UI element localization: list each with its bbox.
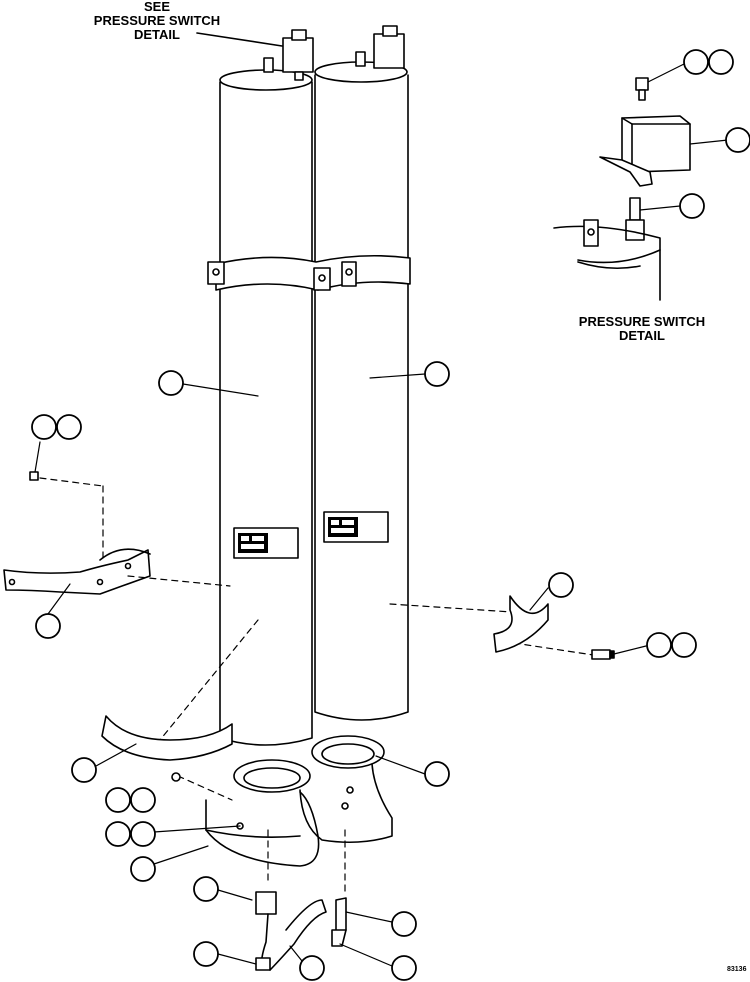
- callout-balloon: [391, 911, 417, 937]
- callout-balloon: [391, 955, 417, 981]
- alignment-lines: [39, 477, 601, 897]
- callout-leader: [196, 32, 283, 47]
- callout-balloon: [105, 821, 131, 847]
- callout-balloon: [708, 49, 734, 75]
- callout-balloon: [683, 49, 709, 75]
- callout-line-2: PRESSURE SWITCH: [93, 13, 221, 28]
- base-mounting-brackets: [205, 735, 393, 867]
- callout-line-1: SEE: [143, 0, 170, 14]
- callout-balloon: [548, 572, 574, 598]
- callout-balloon: [646, 632, 672, 658]
- callout-balloon: [31, 414, 57, 440]
- callout-balloon: [158, 370, 184, 396]
- callout-balloon: [424, 761, 450, 787]
- callout-balloon: [130, 787, 156, 813]
- see-detail-callout: SEE PRESSURE SWITCH DETAIL: [82, 0, 232, 42]
- callout-balloon: [299, 955, 325, 981]
- detail-title-line-1: PRESSURE SWITCH: [578, 314, 706, 329]
- callout-balloon: [725, 127, 750, 153]
- left-filter-cylinder: [219, 29, 314, 746]
- callout-balloons: [31, 49, 750, 981]
- callout-balloon: [193, 876, 219, 902]
- callout-balloon: [130, 856, 156, 882]
- right-filter-cylinder: [314, 25, 409, 721]
- callout-balloon: [671, 632, 697, 658]
- pressure-switch-detail-title: PRESSURE SWITCH DETAIL: [562, 315, 722, 343]
- callout-balloon: [56, 414, 82, 440]
- callout-balloon: [130, 821, 156, 847]
- right-clamp-half: [493, 595, 549, 653]
- drain-hoses: [255, 891, 347, 971]
- detail-title-line-2: DETAIL: [619, 328, 665, 343]
- callout-balloon: [105, 787, 131, 813]
- lower-clamp-half: [101, 715, 233, 761]
- left-clamp-halves: [3, 548, 151, 595]
- callout-line-3: DETAIL: [134, 27, 180, 42]
- leader-lines: [34, 63, 729, 967]
- callout-balloon: [679, 193, 705, 219]
- callout-balloon: [35, 613, 61, 639]
- callout-balloon: [193, 941, 219, 967]
- small-hardware: [29, 471, 615, 782]
- callout-balloon: [424, 361, 450, 387]
- callout-balloon: [71, 757, 97, 783]
- figure-code: 83136: [727, 966, 747, 973]
- upper-clamp-band: [207, 254, 411, 291]
- pressure-switch-assembly: [553, 77, 691, 301]
